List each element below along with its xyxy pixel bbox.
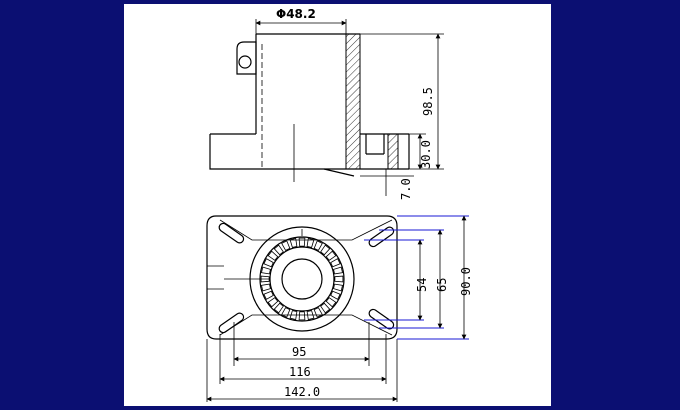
side-view: Φ48.2 <box>209 7 444 200</box>
base-offset-label: 7.0 <box>399 178 413 200</box>
height-inner-label: 54 <box>415 278 429 292</box>
grille-slot <box>334 275 344 283</box>
grille-slot <box>306 238 315 248</box>
diameter-label: Φ48.2 <box>276 7 316 21</box>
height-label: 98.5 <box>421 87 435 116</box>
grille-slot <box>325 250 337 261</box>
grille-slot <box>267 297 279 308</box>
grille-slot <box>333 266 343 275</box>
grille-slot <box>320 244 331 256</box>
grille-slot <box>333 283 343 292</box>
height-mid-label: 65 <box>435 278 449 292</box>
grille-slot <box>260 275 270 283</box>
grille-slot <box>267 250 279 261</box>
sound-port <box>224 226 355 332</box>
grille-slot <box>320 302 331 314</box>
grille-slot <box>261 283 271 292</box>
grille-slot <box>325 297 337 308</box>
base-offset-dimension: 7.0 <box>360 169 414 200</box>
height-outer-label: 90.0 <box>459 267 473 296</box>
grille-slot <box>273 302 284 314</box>
grille-slot <box>289 310 298 320</box>
drawing-sheet: Φ48.2 <box>124 4 551 406</box>
diameter-dimension: Φ48.2 <box>255 7 347 34</box>
flange <box>209 133 410 177</box>
grille-slot <box>281 307 291 318</box>
width-outer-label: 142.0 <box>284 385 320 399</box>
grille-slot <box>289 238 298 248</box>
grille-slot <box>313 307 323 318</box>
grille-slot <box>313 240 323 251</box>
grille-slot <box>261 266 271 275</box>
height-dimensions: 54 65 90.0 <box>364 215 473 340</box>
grille-slot <box>306 310 315 320</box>
grille-slot <box>330 290 341 300</box>
grille-slot <box>263 290 274 300</box>
flange-thickness-label: 30.0 <box>419 140 433 169</box>
base-outline <box>206 215 398 340</box>
grille-slot <box>281 240 291 251</box>
grille-slot <box>263 258 274 268</box>
mounting-ear <box>236 41 257 75</box>
corner-slots <box>218 222 395 334</box>
grille-slot <box>273 244 284 256</box>
flange-thickness-dimension: 30.0 <box>409 133 433 170</box>
cylinder-body <box>255 33 361 182</box>
width-dimensions: 95 116 142.0 <box>206 322 398 402</box>
grille-slot <box>298 237 306 247</box>
grille-slot <box>298 311 306 321</box>
grille-slot <box>330 258 341 268</box>
height-dimension: 98.5 <box>360 33 444 170</box>
top-view: 95 116 142.0 54 65 90.0 <box>206 215 473 402</box>
width-mid-label: 116 <box>289 365 311 379</box>
width-inner-label: 95 <box>292 345 306 359</box>
technical-drawing: Φ48.2 <box>206 7 473 402</box>
